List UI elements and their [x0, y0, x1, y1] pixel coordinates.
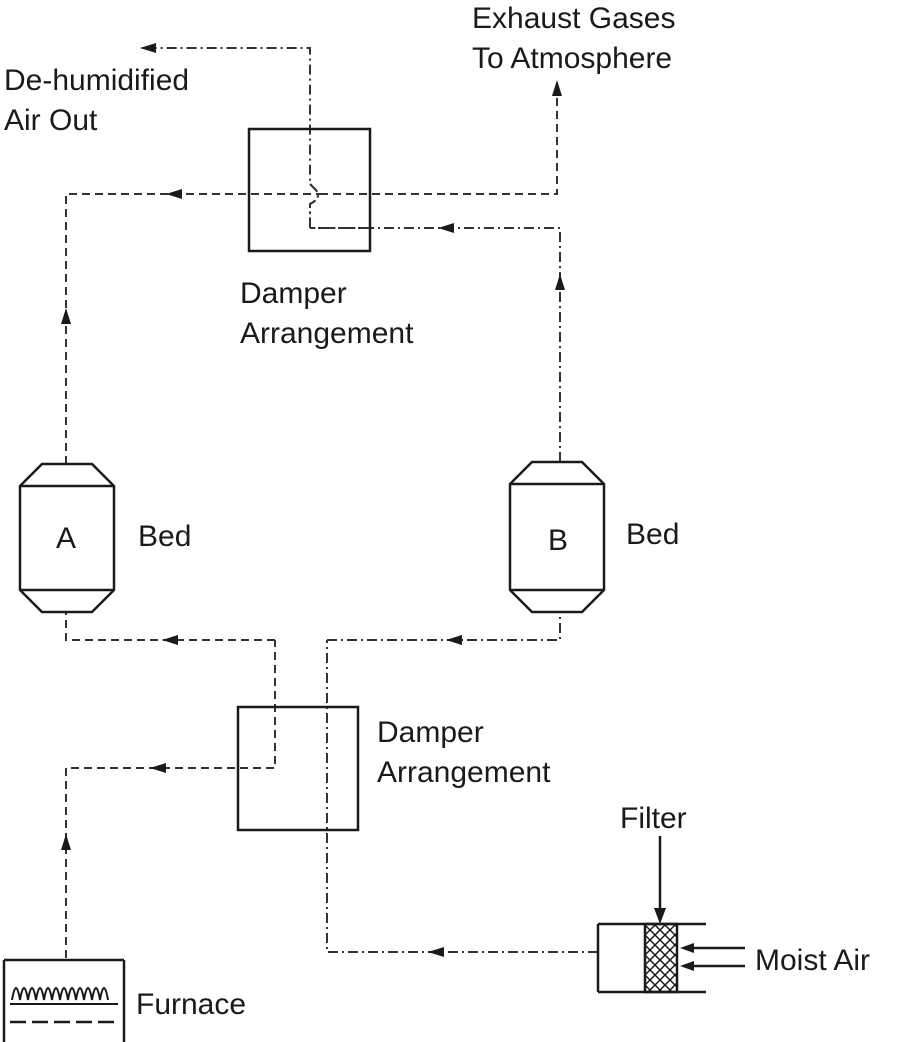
arrow-up-icon	[555, 274, 565, 290]
bed-b-label: Bed	[626, 518, 679, 551]
arrow-down-icon	[654, 908, 666, 924]
damper-bottom-label-line1: Damper	[377, 716, 484, 749]
arrow-left-icon	[428, 947, 444, 957]
arrow-left-icon	[446, 635, 462, 645]
arrow-left-icon	[680, 961, 694, 971]
flow-bed-b-to-top-damper	[310, 227, 561, 462]
flow-damper-to-bed-a	[65, 612, 275, 641]
arrow-up-icon	[61, 834, 71, 850]
arrow-left-icon	[140, 43, 156, 53]
filter-media	[643, 922, 679, 994]
arrow-left-icon	[680, 943, 694, 953]
furnace-coil-icon	[11, 987, 109, 1001]
arrow-left-icon	[150, 763, 166, 773]
bed-a-vessel	[18, 462, 116, 614]
bed-b-vessel	[508, 460, 606, 614]
damper-top-label-line1: Damper	[240, 277, 347, 310]
top-damper-internal-flow	[309, 183, 370, 229]
furnace-unit	[2, 958, 126, 1042]
damper-bottom-label-line2: Arrangement	[377, 756, 551, 789]
dehum-label-line1: De-humidified	[4, 64, 189, 97]
arrow-left-icon	[166, 189, 182, 199]
bed-b-letter: B	[548, 524, 568, 557]
bottom-damper-box	[236, 705, 360, 832]
bed-a-label: Bed	[138, 520, 191, 553]
filter-label: Filter	[620, 802, 687, 835]
dehum-label-line2: Air Out	[4, 104, 98, 137]
filter-unit	[596, 836, 745, 994]
arrow-up-icon	[61, 308, 71, 324]
arrowheads	[61, 43, 565, 957]
moist-air-label: Moist Air	[755, 944, 870, 977]
top-damper-box	[247, 127, 372, 253]
bed-a-letter: A	[56, 522, 76, 555]
flow-furnace-to-damper	[65, 640, 276, 958]
damper-top-label-line2: Arrangement	[240, 317, 414, 350]
arrow-left-icon	[438, 223, 454, 233]
exhaust-label-line1: Exhaust Gases	[472, 2, 675, 35]
arrow-left-icon	[162, 635, 178, 645]
exhaust-label-line2: To Atmosphere	[472, 42, 672, 75]
furnace-label: Furnace	[136, 988, 246, 1021]
flow-damper-to-bed-b	[327, 612, 561, 641]
arrow-up-icon	[552, 80, 562, 96]
flow-top-damper-to-exhaust	[320, 88, 558, 195]
flow-filter-to-damper	[326, 640, 598, 953]
